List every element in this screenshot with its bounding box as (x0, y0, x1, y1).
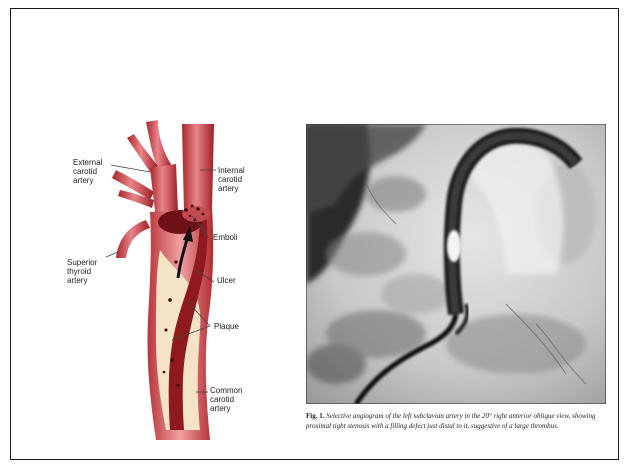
angiogram-caption: Fig. 1. Selective angiogram of the left … (306, 412, 618, 431)
caption-text: Selective angiogram of the left subclavi… (306, 412, 595, 430)
superior-thyroid-artery (116, 220, 150, 258)
label-external-carotid: External carotid artery (73, 158, 102, 185)
internal-carotid (182, 124, 214, 212)
label-plaque: Plaque (214, 322, 239, 331)
label-ulcer: Ulcer (217, 276, 236, 285)
label-internal-carotid: Internal carotid artery (218, 166, 245, 193)
label-emboli: Emboli (213, 233, 237, 242)
angiogram-image (306, 124, 606, 404)
label-common-carotid: Common carotid artery (210, 386, 242, 413)
label-superior-thyroid: Superior thyroid artery (67, 258, 97, 285)
caption-label: Fig. 1. (306, 412, 324, 420)
